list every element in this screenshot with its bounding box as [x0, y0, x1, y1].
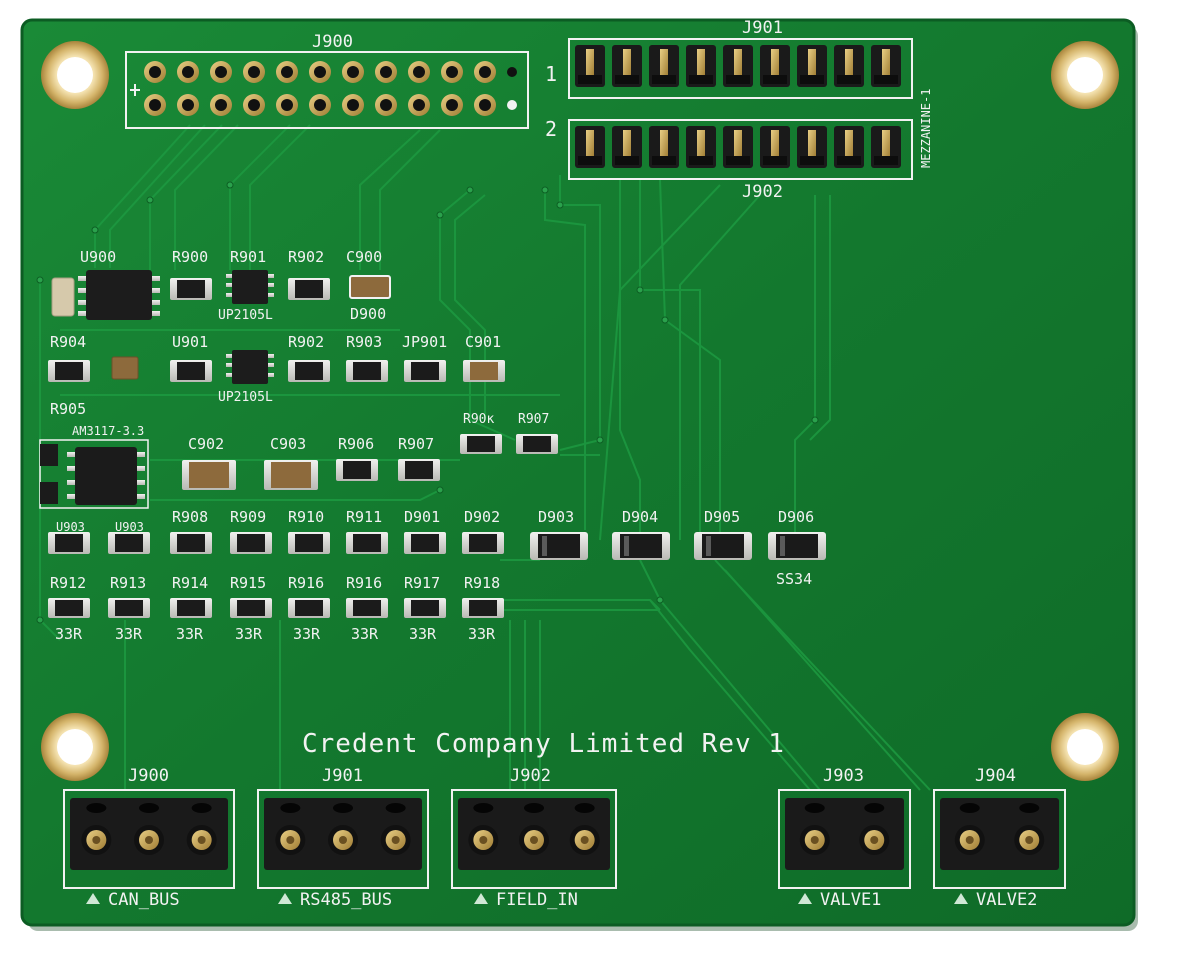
refdes-r907-a: R907	[398, 435, 435, 453]
ic-u900	[78, 270, 160, 320]
header-j900-label: J900	[312, 32, 353, 52]
terminal-label-rs485-bus: RS485_BUS	[278, 892, 392, 909]
value-33r-5: 33R	[293, 625, 321, 643]
value-33r-6: 33R	[351, 625, 379, 643]
refdes-u903-b: U903	[115, 520, 144, 534]
terminal-label-field-in: FIELD_IN	[474, 892, 578, 909]
refdes-r905: R905	[50, 400, 87, 418]
refdes-r907-b: R907	[518, 412, 550, 427]
terminal-outline	[933, 789, 1066, 889]
refdes-r916-a: R916	[288, 574, 325, 592]
refdes-r906: R906	[338, 435, 375, 453]
value-33r-7: 33R	[409, 625, 437, 643]
capacitor-small	[111, 356, 139, 380]
refdes-r911: R911	[346, 508, 383, 526]
refdes-c902: C902	[188, 435, 225, 453]
refdes-r917: R917	[404, 574, 441, 592]
refdes-c903: C903	[270, 435, 307, 453]
terminal-label-valve2: VALVE2	[954, 892, 1037, 909]
mounting-hole-tr	[1051, 41, 1119, 109]
terminal-j901-ref: J901	[322, 766, 363, 786]
refdes-d903: D903	[538, 508, 575, 526]
refdes-r910: R910	[288, 508, 325, 526]
value-33r-4: 33R	[235, 625, 263, 643]
refdes-r914: R914	[172, 574, 209, 592]
refdes-d904: D904	[622, 508, 659, 526]
refdes-r918: R918	[464, 574, 501, 592]
tantalum-cap	[51, 277, 75, 317]
value-33r-2: 33R	[115, 625, 143, 643]
pin1-triangle-icon	[278, 893, 292, 904]
refdes-up2105l-2: UP2105L	[218, 390, 273, 405]
refdes-r90x: R90ĸ	[463, 412, 495, 427]
mounting-hole-br	[1051, 713, 1119, 781]
diodes	[530, 532, 826, 560]
terminal-j903-ref: J903	[823, 766, 864, 786]
refdes-c900: C900	[346, 248, 383, 266]
mezzanine-side-label: MEZZANINE-1	[919, 88, 933, 168]
refdes-d900: D900	[350, 305, 387, 323]
ic-am3117	[39, 439, 149, 509]
terminal-outline	[778, 789, 911, 889]
terminal-outline	[257, 789, 429, 889]
refdes-u903-a: U903	[56, 520, 85, 534]
refdes-d902: D902	[464, 508, 501, 526]
refdes-u900: U900	[80, 248, 117, 266]
refdes-d905: D905	[704, 508, 741, 526]
refdes-r913: R913	[110, 574, 147, 592]
refdes-c901: C901	[465, 333, 502, 351]
refdes-up2105l-1: UP2105L	[218, 308, 273, 323]
terminal-j902-ref: J902	[510, 766, 551, 786]
mezzanine-j901-label: J901	[742, 18, 783, 38]
mezzanine-row2-marker: 2	[545, 117, 558, 141]
vias	[36, 181, 819, 624]
board-body	[22, 20, 1134, 925]
value-33r-3: 33R	[176, 625, 204, 643]
terminal-j900-ref: J900	[128, 766, 169, 786]
refdes-u901: U901	[172, 333, 209, 351]
refdes-r916-b: R916	[346, 574, 383, 592]
header-j900	[125, 51, 529, 129]
mezzanine-j902-label: J902	[742, 182, 783, 202]
pin1-triangle-icon	[474, 893, 488, 904]
terminal-label-can-bus: CAN_BUS	[86, 892, 180, 909]
refdes-ss34: SS34	[776, 570, 813, 588]
value-33r-1: 33R	[55, 625, 83, 643]
pin1-triangle-icon	[954, 893, 968, 904]
screw-terminals	[63, 789, 1066, 889]
capacitor-c900	[349, 275, 391, 299]
ic-up2105l-2	[226, 350, 274, 384]
value-33r-8: 33R	[468, 625, 496, 643]
mezzanine-row1-marker: 1	[545, 62, 558, 86]
refdes-am3117: AM3117-3.3	[72, 424, 145, 438]
mounting-hole-tl	[41, 41, 109, 109]
refdes-r904: R904	[50, 333, 87, 351]
refdes-r902-b: R902	[288, 333, 325, 351]
smd-components	[48, 278, 558, 618]
refdes-d906: D906	[778, 508, 815, 526]
terminal-j904-ref: J904	[975, 766, 1016, 786]
refdes-r908: R908	[172, 508, 209, 526]
refdes-r902-a: R902	[288, 248, 325, 266]
mounting-hole-bl	[41, 713, 109, 781]
terminal-label-valve1: VALVE1	[798, 892, 881, 909]
refdes-r912: R912	[50, 574, 87, 592]
pin1-triangle-icon	[798, 893, 812, 904]
refdes-r909: R909	[230, 508, 267, 526]
mezzanine-j902	[568, 119, 913, 180]
refdes-jp901: JP901	[402, 333, 448, 351]
refdes-r915: R915	[230, 574, 267, 592]
refdes-r903: R903	[346, 333, 383, 351]
terminal-outline	[451, 789, 617, 889]
refdes-r901: R901	[230, 248, 267, 266]
board-title: Credent Company Limited Rev 1	[302, 729, 785, 759]
ic-up2105l-1	[226, 270, 274, 304]
terminal-outline	[63, 789, 235, 889]
refdes-r900: R900	[172, 248, 209, 266]
refdes-d901: D901	[404, 508, 441, 526]
pin1-triangle-icon	[86, 893, 100, 904]
mezzanine-j901	[568, 38, 913, 99]
